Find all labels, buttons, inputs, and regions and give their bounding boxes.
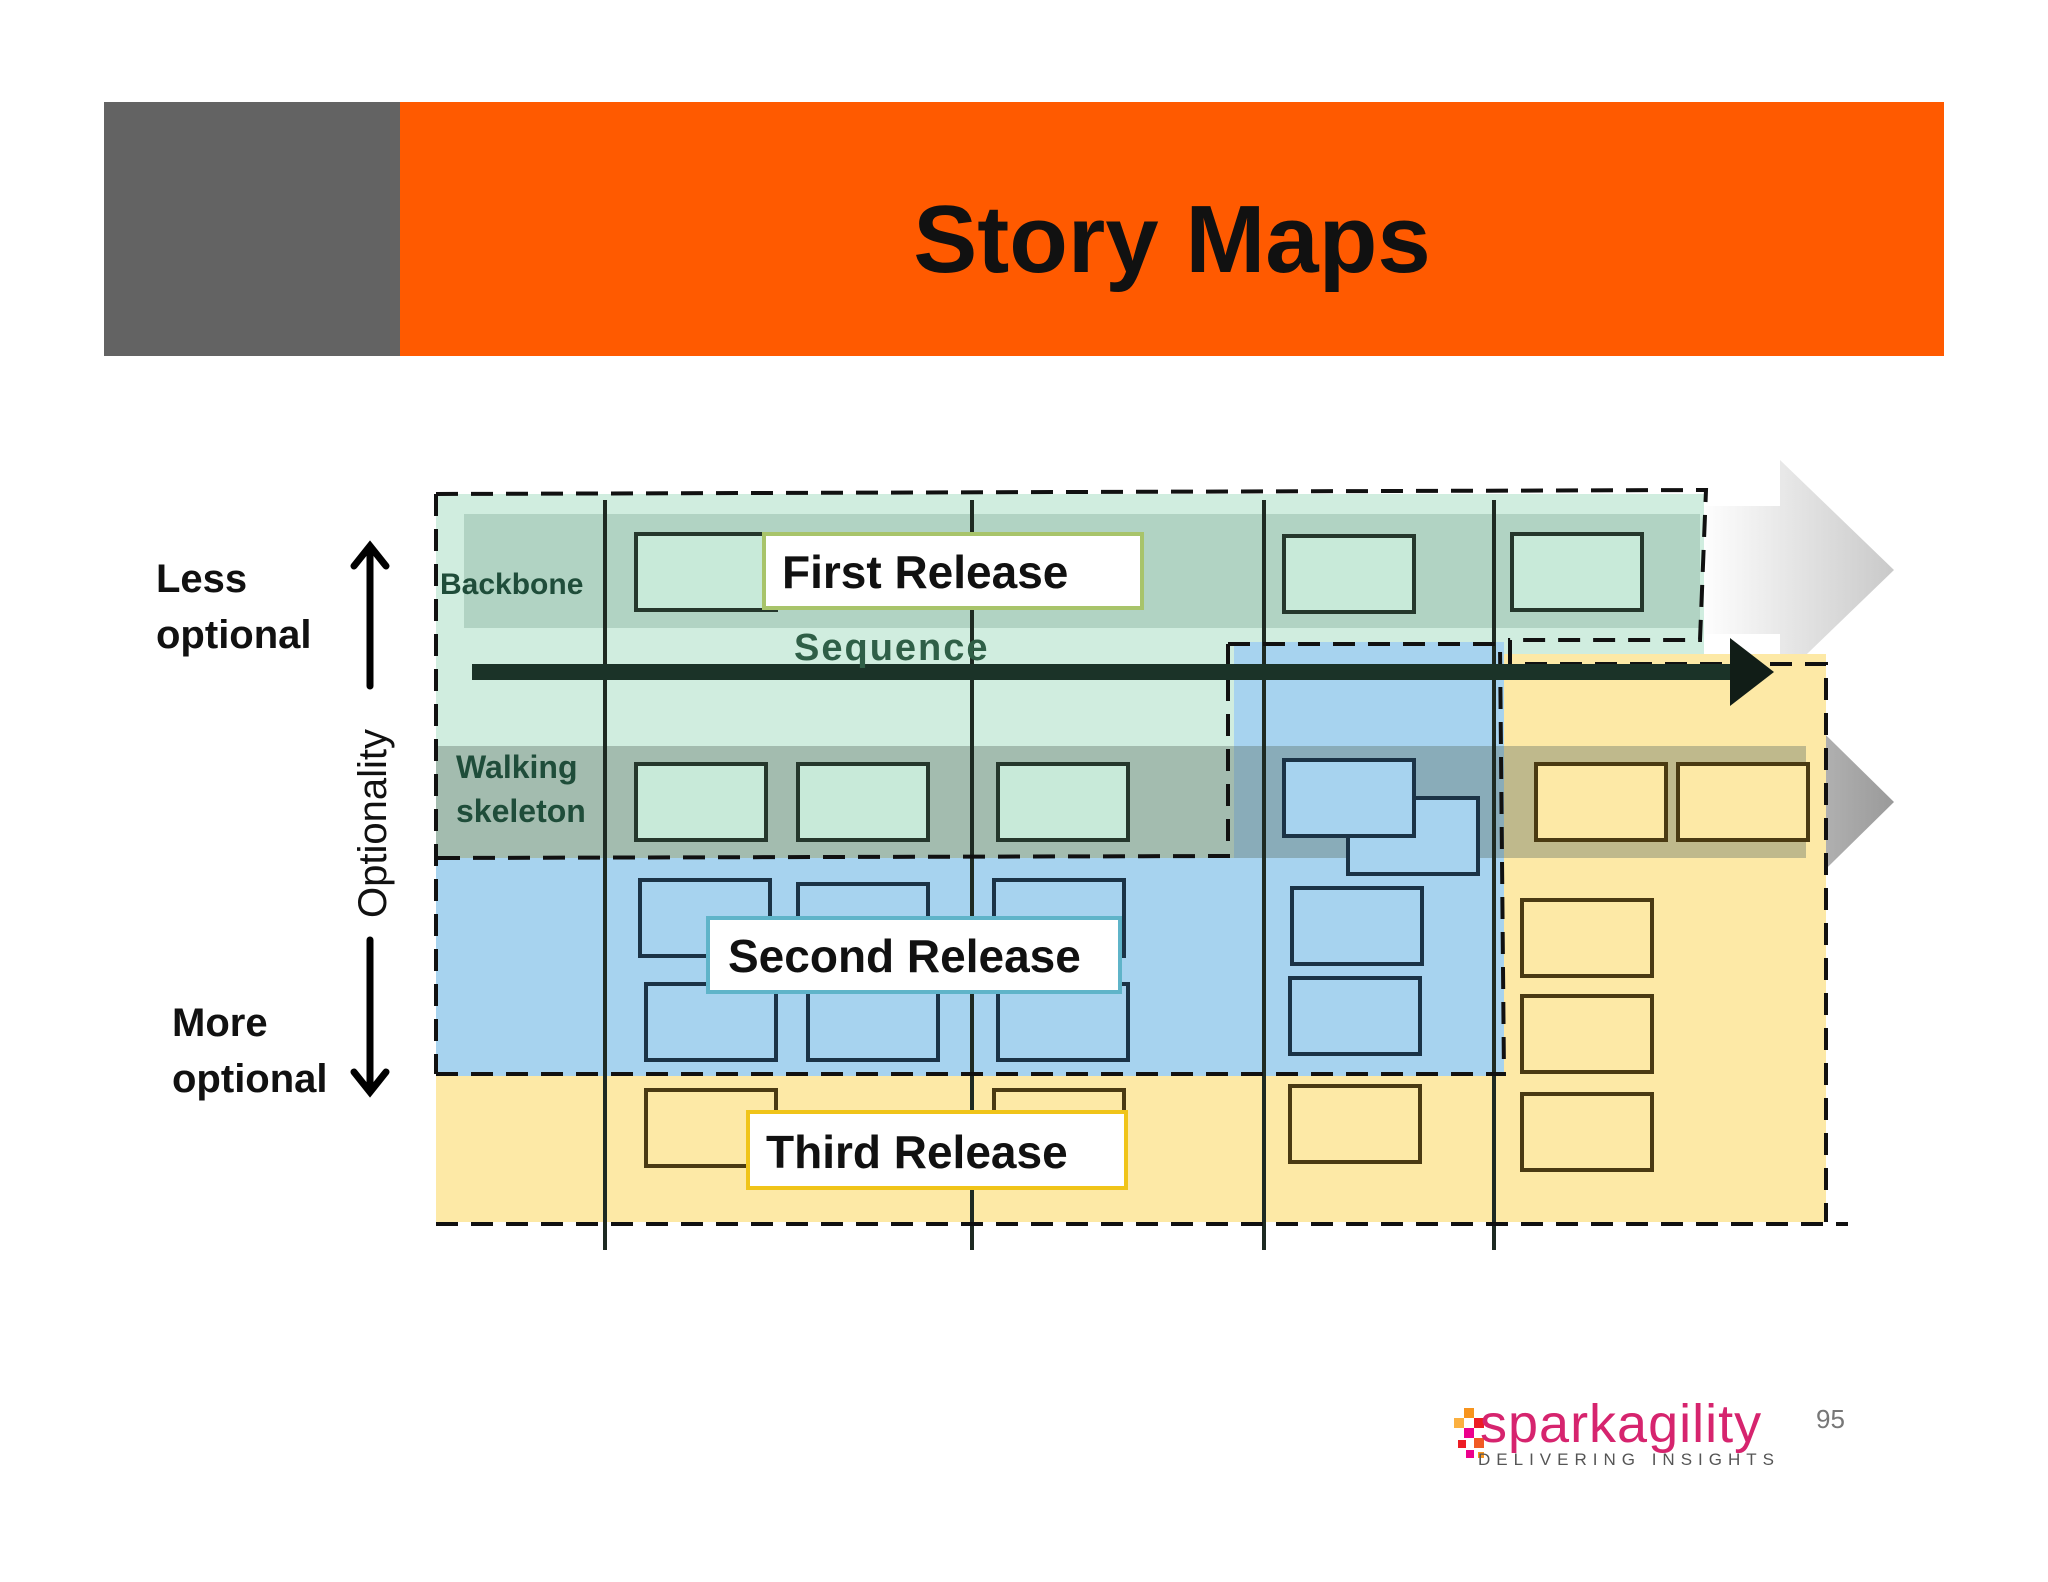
logo-wordmark: sparkagility bbox=[1480, 1394, 1762, 1454]
pixel-spark-icon bbox=[1454, 1408, 1484, 1458]
story-card bbox=[996, 762, 1130, 842]
first-release-label-box bbox=[762, 532, 1144, 610]
third-release-label-box bbox=[746, 1110, 1128, 1190]
story-card bbox=[644, 982, 778, 1062]
slide-title: Story Maps bbox=[913, 186, 1430, 293]
story-card bbox=[1534, 762, 1668, 842]
story-card bbox=[796, 762, 930, 842]
story-card bbox=[1510, 532, 1644, 612]
second-release-label: Second Release bbox=[728, 930, 1081, 982]
story-card bbox=[1520, 898, 1654, 978]
optionality-label: Optionality bbox=[351, 729, 395, 918]
more-optional-line1: More bbox=[172, 1001, 268, 1045]
story-card bbox=[1282, 534, 1416, 614]
header-side-block bbox=[104, 102, 400, 356]
sequence-arrow-upper bbox=[1700, 460, 1894, 680]
more-optional-line2: optional bbox=[172, 1057, 328, 1101]
first-release-label: First Release bbox=[782, 546, 1068, 598]
optionality-axis bbox=[350, 540, 390, 1098]
story-card bbox=[1520, 1092, 1654, 1172]
story-card bbox=[1288, 1084, 1422, 1164]
story-card bbox=[1282, 758, 1416, 838]
page-number: 95 bbox=[1816, 1404, 1845, 1434]
sequence-label: Sequence bbox=[794, 627, 990, 669]
story-card bbox=[634, 532, 768, 612]
story-card bbox=[996, 982, 1130, 1062]
walking-skeleton-label-line1: Walking bbox=[456, 749, 577, 785]
walking-skeleton-label-line2: skeleton bbox=[456, 793, 586, 829]
story-card bbox=[1520, 994, 1654, 1074]
backbone-label: Backbone bbox=[440, 568, 583, 601]
backbone-cards bbox=[634, 532, 1644, 614]
story-card bbox=[1288, 976, 1422, 1056]
logo-tagline: DELIVERING INSIGHTS bbox=[1478, 1450, 1780, 1469]
third-release-label: Third Release bbox=[766, 1126, 1068, 1178]
second-release-label-box bbox=[706, 916, 1122, 994]
story-card bbox=[1290, 886, 1424, 966]
less-optional-line2: optional bbox=[156, 613, 312, 657]
title-bar bbox=[400, 102, 1944, 356]
less-optional-line1: Less bbox=[156, 557, 247, 601]
sequence-arrow bbox=[472, 638, 1774, 706]
story-card bbox=[634, 762, 768, 842]
story-card bbox=[806, 982, 940, 1062]
story-card bbox=[1676, 762, 1810, 842]
walking-skeleton-cards bbox=[634, 762, 1130, 842]
